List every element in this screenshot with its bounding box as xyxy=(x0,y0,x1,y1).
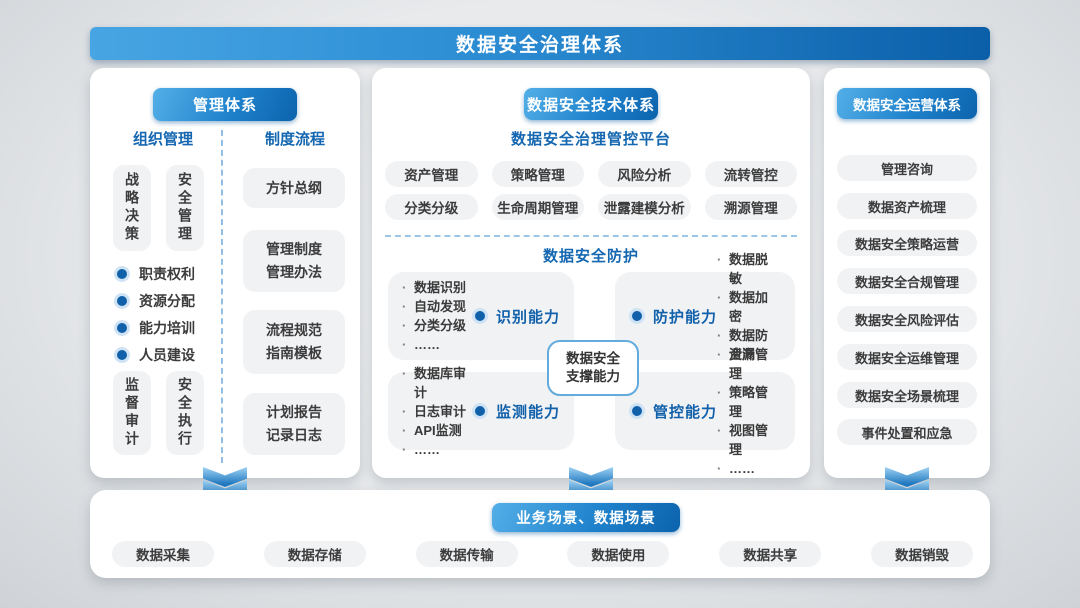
scenario-item: 数据销毁 xyxy=(870,541,973,567)
main-title-banner: 数据安全治理体系 xyxy=(90,27,990,60)
operations-item: 事件处置和应急 xyxy=(837,419,977,445)
platform-pill: 溯源管理 xyxy=(704,194,797,220)
platform-pill: 泄露建模分析 xyxy=(598,194,691,220)
platform-row-1: 资产管理 策略管理 风险分析 流转管控 xyxy=(385,161,797,187)
management-header: 管理体系 xyxy=(153,88,297,121)
protection-title: 数据安全防护 xyxy=(542,248,639,265)
capability-label: 管控能力 xyxy=(629,401,717,422)
scenarios-row: 数据采集 数据存储 数据传输 数据使用 数据共享 数据销毁 xyxy=(112,541,973,567)
capability-items: 数据库审计 日志审计 API监测 …… xyxy=(402,364,472,459)
platform-pill: 资产管理 xyxy=(385,161,478,187)
org-bullet-item: 职责权利 xyxy=(114,260,195,287)
capability-label: 防护能力 xyxy=(629,306,717,327)
scenarios-panel: 业务场景、数据场景 数据采集 数据存储 数据传输 数据使用 数据共享 数据销毁 xyxy=(90,490,990,578)
management-panel: 管理体系 组织管理 制度流程 战略决策 安全管理 职责权利 资源分配 能力培训 … xyxy=(90,68,360,478)
main-title: 数据安全治理体系 xyxy=(455,35,624,56)
capability-label: 监测能力 xyxy=(471,401,560,422)
column-divider-dashed-line xyxy=(221,130,223,463)
operations-item: 数据安全策略运营 xyxy=(837,230,977,256)
process-box: 流程规范指南模板 xyxy=(243,310,345,374)
radio-dot-icon xyxy=(114,292,130,309)
section-divider-dashed-line xyxy=(385,235,797,237)
platform-pill: 策略管理 xyxy=(491,161,584,187)
scenario-item: 数据采集 xyxy=(112,541,214,567)
support-capability-box: 数据安全 支撑能力 xyxy=(547,340,639,396)
management-header-label: 管理体系 xyxy=(192,97,257,114)
scenarios-header-label: 业务场景、数据场景 xyxy=(516,511,656,527)
capability-label: 识别能力 xyxy=(471,306,560,327)
capability-items: 数据识别 自动发现 分类分级 …… xyxy=(402,278,466,354)
radio-dot-icon xyxy=(114,319,130,336)
capability-items: 资产管理 策略管理 视图管理 …… xyxy=(717,345,781,478)
org-box-execution: 安全执行 xyxy=(166,371,204,455)
operations-item: 数据安全场景梳理 xyxy=(837,382,977,408)
radio-dot-icon xyxy=(471,308,488,324)
org-box-audit: 监督审计 xyxy=(113,371,151,455)
platform-pill: 生命周期管理 xyxy=(491,194,584,220)
operations-item: 数据安全合规管理 xyxy=(837,268,977,294)
tech-header-label: 数据安全技术体系 xyxy=(526,96,655,114)
scenarios-header: 业务场景、数据场景 xyxy=(492,503,680,532)
org-bullet-item: 资源分配 xyxy=(114,287,195,314)
capability-box-monitor: 数据库审计 日志审计 API监测 …… 监测能力 xyxy=(388,364,574,459)
org-box-strategy: 战略决策 xyxy=(113,165,151,251)
capability-box-identify: 数据识别 自动发现 分类分级 …… 识别能力 xyxy=(388,272,574,360)
operations-item: 管理咨询 xyxy=(837,155,977,181)
scenario-item: 数据存储 xyxy=(263,541,366,567)
platform-row-2: 分类分级 生命周期管理 泄露建模分析 溯源管理 xyxy=(385,194,797,220)
radio-dot-icon xyxy=(471,403,488,419)
operations-item: 数据资产梳理 xyxy=(837,193,977,219)
radio-dot-icon xyxy=(114,265,130,282)
tech-panel: 数据安全技术体系 数据安全治理管控平台 资产管理 策略管理 风险分析 流转管控 … xyxy=(372,68,810,478)
platform-pill: 风险分析 xyxy=(598,161,691,187)
radio-dot-icon xyxy=(629,403,645,419)
operations-item: 数据安全风险评估 xyxy=(837,306,977,332)
capability-box-control: 管控能力 资产管理 策略管理 视图管理 …… xyxy=(615,345,795,478)
scenario-item: 数据使用 xyxy=(567,541,670,567)
org-column-title: 组织管理 xyxy=(132,131,193,148)
process-box: 管理制度管理办法 xyxy=(243,230,345,292)
scenario-item: 数据传输 xyxy=(415,541,518,567)
process-column-title: 制度流程 xyxy=(264,131,325,148)
platform-pill: 流转管控 xyxy=(704,161,797,187)
operations-header-label: 数据安全运营体系 xyxy=(853,97,961,113)
operations-header: 数据安全运营体系 xyxy=(837,88,977,119)
process-box: 方针总纲 xyxy=(243,168,345,208)
radio-dot-icon xyxy=(629,308,645,324)
org-bullet-item: 能力培训 xyxy=(114,314,195,341)
platform-title: 数据安全治理管控平台 xyxy=(510,131,671,148)
platform-pill: 分类分级 xyxy=(385,194,478,220)
scenario-item: 数据共享 xyxy=(719,541,822,567)
operations-item: 数据安全运维管理 xyxy=(837,344,977,370)
operations-panel: 数据安全运营体系 管理咨询 数据资产梳理 数据安全策略运营 数据安全合规管理 数… xyxy=(824,68,990,478)
org-bullet-item: 人员建设 xyxy=(114,341,195,368)
process-box: 计划报告记录日志 xyxy=(243,393,345,455)
tech-header: 数据安全技术体系 xyxy=(524,88,658,120)
radio-dot-icon xyxy=(114,346,130,363)
org-box-security-mgmt: 安全管理 xyxy=(166,165,204,251)
